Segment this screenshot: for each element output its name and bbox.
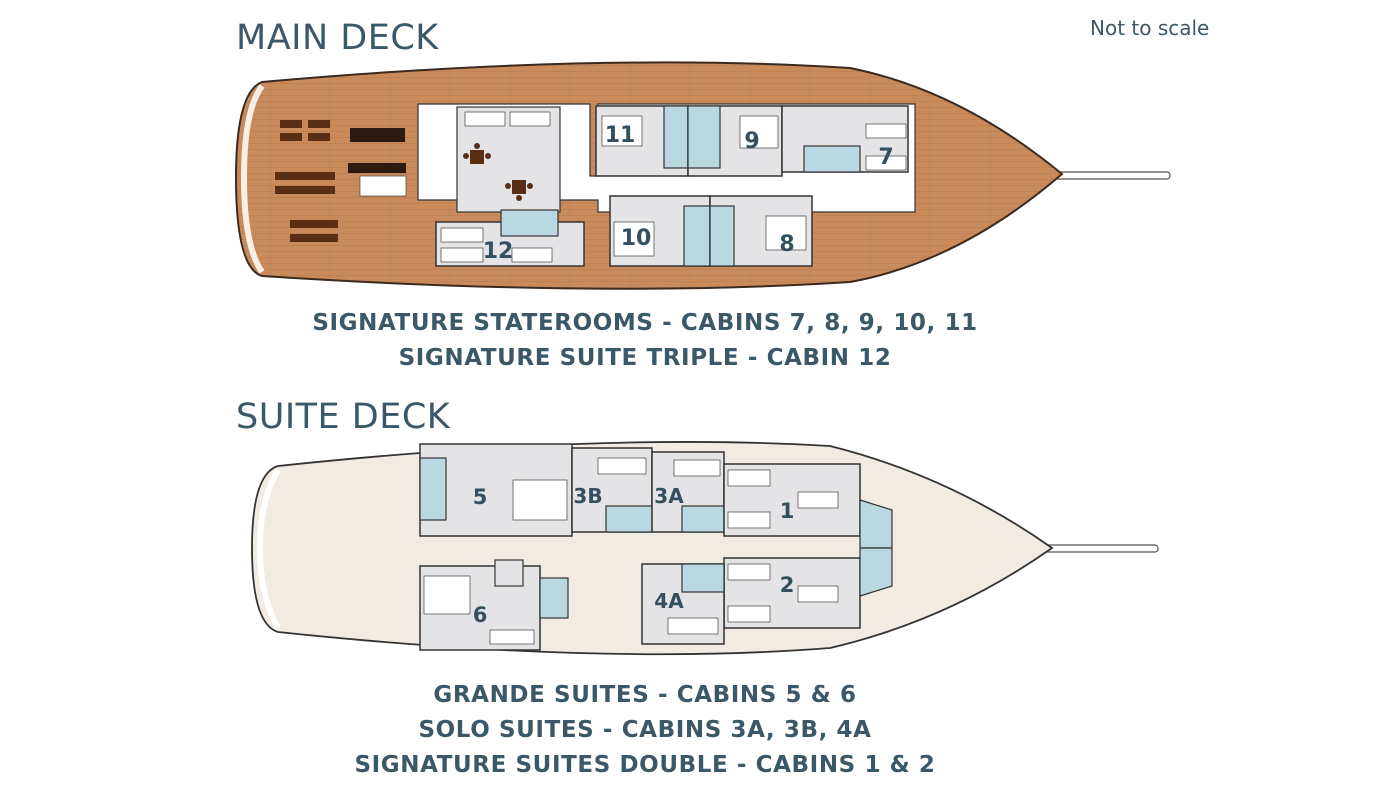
cabin-3b-label: 3B — [573, 484, 602, 508]
cabin-4a-bathroom — [681, 563, 725, 593]
cabin-7-label: 7 — [878, 145, 893, 170]
suite-deck-title: SUITE DECK — [236, 397, 451, 437]
main-lounge-tables — [463, 143, 533, 201]
cabin-9-bathroom — [687, 105, 721, 169]
suite-caption-solo: SOLO SUITES - CABINS 3A, 3B, 4A — [418, 717, 872, 743]
cabin-7-bathroom — [803, 145, 861, 173]
main-caption-suite-triple: SIGNATURE SUITE TRIPLE - CABIN 12 — [398, 345, 892, 371]
not-to-scale-note: Not to scale — [1090, 16, 1210, 40]
cabin-10-label: 10 — [621, 226, 652, 251]
suite-caption-grande: GRANDE SUITES - CABINS 5 & 6 — [433, 682, 857, 708]
main-stern-rim — [240, 84, 265, 274]
cabin-5-label: 5 — [473, 485, 488, 509]
suite-caption-signature-double: SIGNATURE SUITES DOUBLE - CABINS 1 & 2 — [354, 752, 936, 778]
cabin-11-bathroom — [663, 105, 689, 169]
cabin-8-label: 8 — [779, 232, 794, 257]
cabin-12-bathroom — [500, 209, 559, 237]
cabin-3b-bathroom — [605, 505, 653, 533]
cabin-10-bathroom — [683, 205, 711, 267]
cabin-5-bathroom — [419, 457, 447, 521]
cabin-3a-bathroom — [681, 505, 725, 533]
cabin-11-label: 11 — [605, 123, 636, 148]
main-aft-stairs — [359, 175, 407, 197]
main-aft-seating — [275, 120, 406, 242]
cabin-9-label: 9 — [744, 129, 759, 154]
cabin-1-label: 1 — [780, 499, 795, 523]
cabin-4a-label: 4A — [654, 589, 684, 613]
cabin-6-bathroom — [539, 577, 569, 619]
main-deck-title: MAIN DECK — [236, 18, 439, 58]
main-deck-plan: 11 9 7 10 8 12 — [234, 61, 1171, 290]
suite-deck-plan: 5 3B 3A 1 6 4A 2 — [251, 441, 1159, 656]
cabin-3a-label: 3A — [654, 484, 684, 508]
cabin-2-bathroom — [859, 547, 893, 597]
main-caption-staterooms: SIGNATURE STATEROOMS - CABINS 7, 8, 9, 1… — [312, 310, 978, 336]
cabin-8-bathroom — [709, 205, 735, 267]
cabin-2-label: 2 — [780, 573, 795, 597]
cabin-6-label: 6 — [473, 603, 488, 627]
suite-stern-rim — [256, 468, 281, 630]
cabin-12-label: 12 — [483, 239, 514, 264]
